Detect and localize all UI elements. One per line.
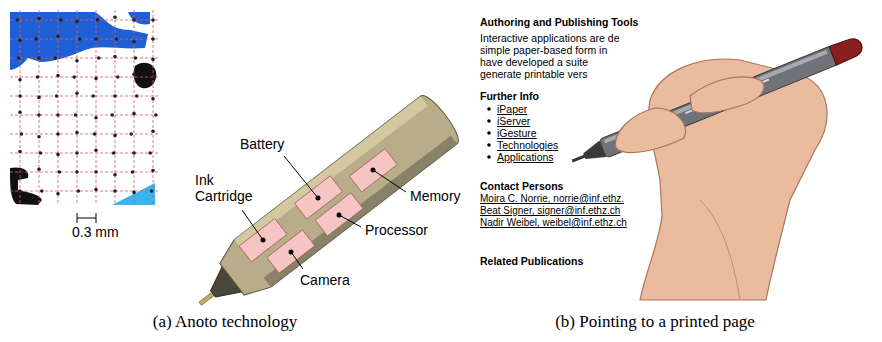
blue-blob [10, 12, 148, 70]
dimension-mark [77, 213, 96, 223]
bullet-marks [487, 107, 491, 159]
leader-dots [261, 168, 376, 255]
page-link: iGesture [497, 127, 537, 139]
dimension-label: 0.3 mm [72, 224, 119, 240]
page-heading: Contact Persons [480, 180, 563, 192]
grid-dots [15, 15, 157, 195]
page-text: Interactive applications are de [480, 32, 620, 44]
leader-lines [242, 156, 406, 269]
hand-drawing [640, 59, 827, 300]
part-name: Battery [240, 136, 284, 152]
fingers [615, 77, 763, 153]
page-text: have developed a suite [480, 56, 588, 68]
cyan-blob [112, 183, 155, 205]
grid-lines [10, 10, 160, 205]
subfigure-caption: (b) Pointing to a printed page [555, 312, 755, 332]
black-blob [10, 167, 42, 205]
page-link: Moira C. Norrie, norrie@inf.ethz. [480, 193, 624, 205]
page-heading: Authoring and Publishing Tools [480, 16, 638, 28]
pen-drawing [182, 91, 464, 327]
page-link: Beat Signer, signer@inf.ethz.ch [480, 205, 620, 217]
page-text: generate printable vers [480, 68, 587, 80]
page-heading: Further Info [480, 90, 539, 102]
dot-pattern [10, 10, 160, 205]
page-link: Technologies [497, 139, 558, 151]
page-link: Nadir Weibel, weibel@inf.ethz.ch [480, 217, 627, 229]
page-link: iServer [497, 115, 530, 127]
subfigure-caption: (a) Anoto technology [153, 312, 297, 332]
page-link: iPaper [497, 103, 527, 115]
pen-photo [568, 35, 865, 170]
page-heading: Related Publications [480, 255, 583, 267]
part-name: Processor [365, 222, 428, 238]
page-link: Applications [497, 151, 554, 163]
page-text: simple paper-based form in [480, 44, 607, 56]
part-name: Camera [300, 272, 350, 288]
blue-blob [128, 12, 150, 25]
part-name: Ink Cartridge [195, 172, 267, 204]
part-name: Memory [410, 188, 461, 204]
